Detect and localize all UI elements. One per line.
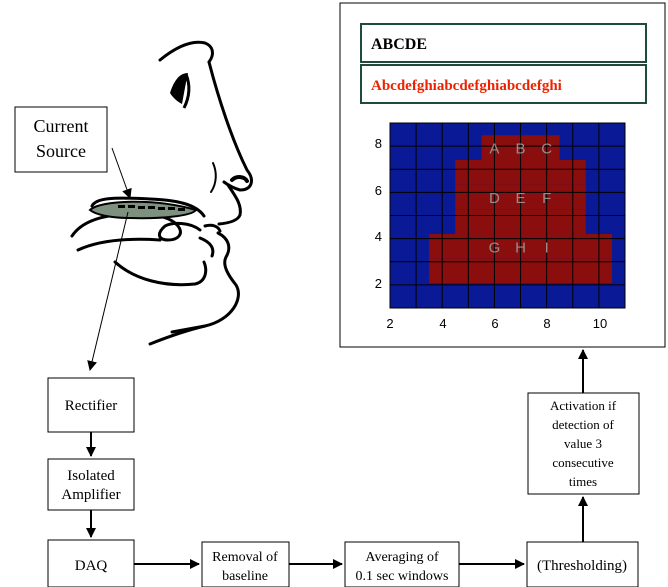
thresholding-box: (Thresholding) xyxy=(526,541,639,587)
averaging-label-line1: Averaging of xyxy=(365,550,439,565)
rectifier-label: Rectifier xyxy=(65,398,117,414)
eye-icon xyxy=(170,73,191,109)
grid-letter: A xyxy=(489,141,499,158)
amplifier-label-line2: Amplifier xyxy=(61,487,120,503)
grid-letter: F xyxy=(542,190,551,207)
grid-letter: E xyxy=(516,190,526,207)
current-source-box: Current Source xyxy=(14,106,108,173)
grid-letter: D xyxy=(489,190,500,207)
grid-letter: G xyxy=(489,239,501,256)
x-tick-label: 2 xyxy=(386,316,393,331)
display-line2-text: Abcdefghiabcdefghiabcdefghi xyxy=(371,78,562,94)
activation-line1: Activation if xyxy=(550,398,617,413)
y-axis-ticks: 8 6 4 2 xyxy=(375,136,382,291)
removal-label-line2: baseline xyxy=(222,569,268,584)
y-tick-label: 8 xyxy=(375,136,382,151)
connectors xyxy=(86,147,588,569)
activation-line2: detection of xyxy=(552,417,614,432)
removal-label-line1: Removal of xyxy=(212,550,278,565)
y-tick-label: 4 xyxy=(375,229,382,244)
thresholding-label: (Thresholding) xyxy=(537,558,627,574)
current-source-line1: Current xyxy=(34,116,89,136)
x-tick-label: 10 xyxy=(593,316,607,331)
averaging-label-line2: 0.1 sec windows xyxy=(356,569,449,584)
activation-line4: consecutive xyxy=(552,455,614,470)
daq-label: DAQ xyxy=(75,558,108,574)
grid-letter: C xyxy=(541,141,552,158)
rectifier-box: Rectifier xyxy=(47,377,135,433)
averaging-box: Averaging of 0.1 sec windows xyxy=(344,541,460,587)
isolated-label-line1: Isolated xyxy=(67,468,115,484)
display-line1-text: ABCDE xyxy=(371,36,427,53)
removal-of-baseline-box: Removal of baseline xyxy=(201,541,290,587)
display-line2-box xyxy=(360,64,647,104)
activation-line3: value 3 xyxy=(564,436,602,451)
x-tick-label: 6 xyxy=(491,316,498,331)
x-axis-ticks: 2 4 6 8 10 xyxy=(386,316,607,331)
grid-letter: I xyxy=(545,239,549,256)
current-source-line2: Source xyxy=(36,141,86,161)
arrow-electrode-to-rectifier xyxy=(87,211,129,371)
grid-letter: H xyxy=(515,239,526,256)
daq-box: DAQ xyxy=(47,539,135,587)
grid-border xyxy=(389,122,626,309)
activation-box: Activation if detection of value 3 conse… xyxy=(527,392,640,495)
isolated-amplifier-box: Isolated Amplifier xyxy=(47,458,135,511)
grid-letter: B xyxy=(516,141,526,158)
y-tick-label: 6 xyxy=(375,183,382,198)
display-line1-box xyxy=(360,23,647,63)
arrow-source-to-electrode xyxy=(111,147,132,199)
x-tick-label: 4 xyxy=(439,316,446,331)
electrode-array xyxy=(88,200,198,220)
y-tick-label: 2 xyxy=(375,276,382,291)
x-tick-label: 8 xyxy=(543,316,550,331)
face-profile-illustration xyxy=(148,40,253,346)
activation-line5: times xyxy=(569,474,597,489)
